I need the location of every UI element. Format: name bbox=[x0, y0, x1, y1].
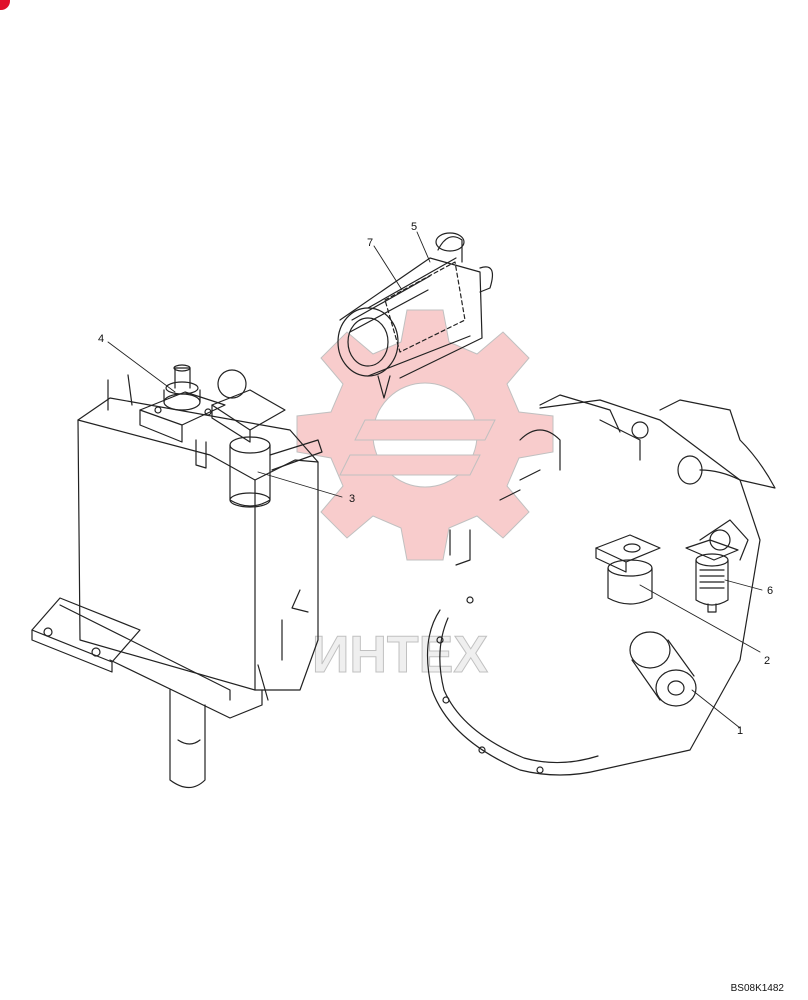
callout-2: 2 bbox=[764, 655, 770, 667]
watermark-gear-icon bbox=[296, 309, 554, 561]
leader-line-1 bbox=[691, 689, 741, 729]
leader-lines bbox=[107, 231, 763, 729]
leader-line-3 bbox=[257, 471, 343, 498]
engine-block bbox=[426, 394, 776, 776]
callout-4: 4 bbox=[98, 333, 104, 345]
callout-1: 1 bbox=[737, 725, 743, 737]
hydraulic-tank bbox=[31, 374, 319, 789]
fuel-filter-part-2 bbox=[595, 534, 661, 605]
leader-line-5 bbox=[416, 231, 431, 263]
leader-line-4 bbox=[107, 341, 176, 393]
callout-5: 5 bbox=[411, 221, 417, 233]
breather-cap-part-4 bbox=[139, 364, 226, 443]
air-cleaner-assembly bbox=[337, 232, 493, 399]
drawing-code: BS08K1482 bbox=[730, 983, 784, 994]
callout-6: 6 bbox=[767, 585, 773, 597]
leader-line-7 bbox=[373, 245, 403, 291]
watermark-text: ИНТЕХ bbox=[312, 626, 488, 684]
oil-filter-part-1 bbox=[629, 631, 697, 707]
return-filter-part-3 bbox=[195, 369, 323, 508]
callout-7: 7 bbox=[367, 237, 373, 249]
watermark: ИНТЕХ bbox=[296, 309, 554, 685]
callout-3: 3 bbox=[349, 493, 355, 505]
leader-line-6 bbox=[724, 579, 763, 591]
leader-line-2 bbox=[639, 584, 761, 653]
corner-marker bbox=[0, 0, 10, 10]
water-separator-part-6 bbox=[685, 539, 739, 613]
callouts: 1 2 3 4 5 6 7 bbox=[98, 221, 773, 737]
